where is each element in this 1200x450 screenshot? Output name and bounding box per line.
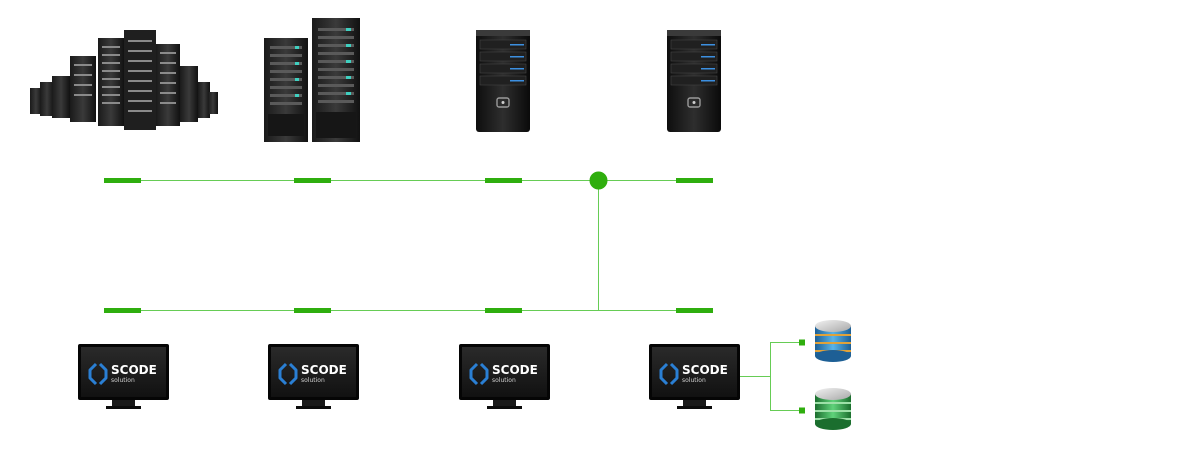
connector-segment — [104, 178, 141, 183]
connector-segment — [485, 178, 522, 183]
rack-server-pair-icon — [264, 18, 360, 142]
brand-logo-icon — [278, 362, 288, 386]
connector-segment — [104, 308, 141, 313]
storage-port — [799, 407, 805, 414]
brand-tagline: solution — [301, 377, 325, 384]
database-green-icon — [815, 388, 851, 430]
brand-name: SCODE — [682, 363, 728, 377]
connector-segments — [104, 171, 805, 414]
junction-node — [589, 171, 608, 190]
datacenter-icon — [30, 30, 218, 130]
brand-name: SCODE — [301, 363, 347, 377]
connector-segment — [676, 308, 713, 313]
connector-segment — [485, 308, 522, 313]
connector-segment — [294, 178, 331, 183]
brand-tagline: solution — [682, 377, 706, 384]
brand-logo-icon — [469, 362, 479, 386]
brand-logo-icon — [659, 362, 669, 386]
database-blue-icon — [815, 320, 851, 362]
network-links — [104, 180, 800, 411]
brand-name: SCODE — [492, 363, 538, 377]
connector-segment — [676, 178, 713, 183]
brand-name: SCODE — [111, 363, 157, 377]
brand-logo-icon — [88, 362, 98, 386]
brand-tagline: solution — [492, 377, 516, 384]
tower-server-icon — [476, 30, 530, 132]
storage-port — [799, 339, 805, 346]
client-monitors: SCODEsolutionSCODEsolutionSCODEsolutionS… — [78, 344, 740, 409]
tower-server-icon — [667, 30, 721, 132]
connector-segment — [294, 308, 331, 313]
brand-tagline: solution — [111, 377, 135, 384]
